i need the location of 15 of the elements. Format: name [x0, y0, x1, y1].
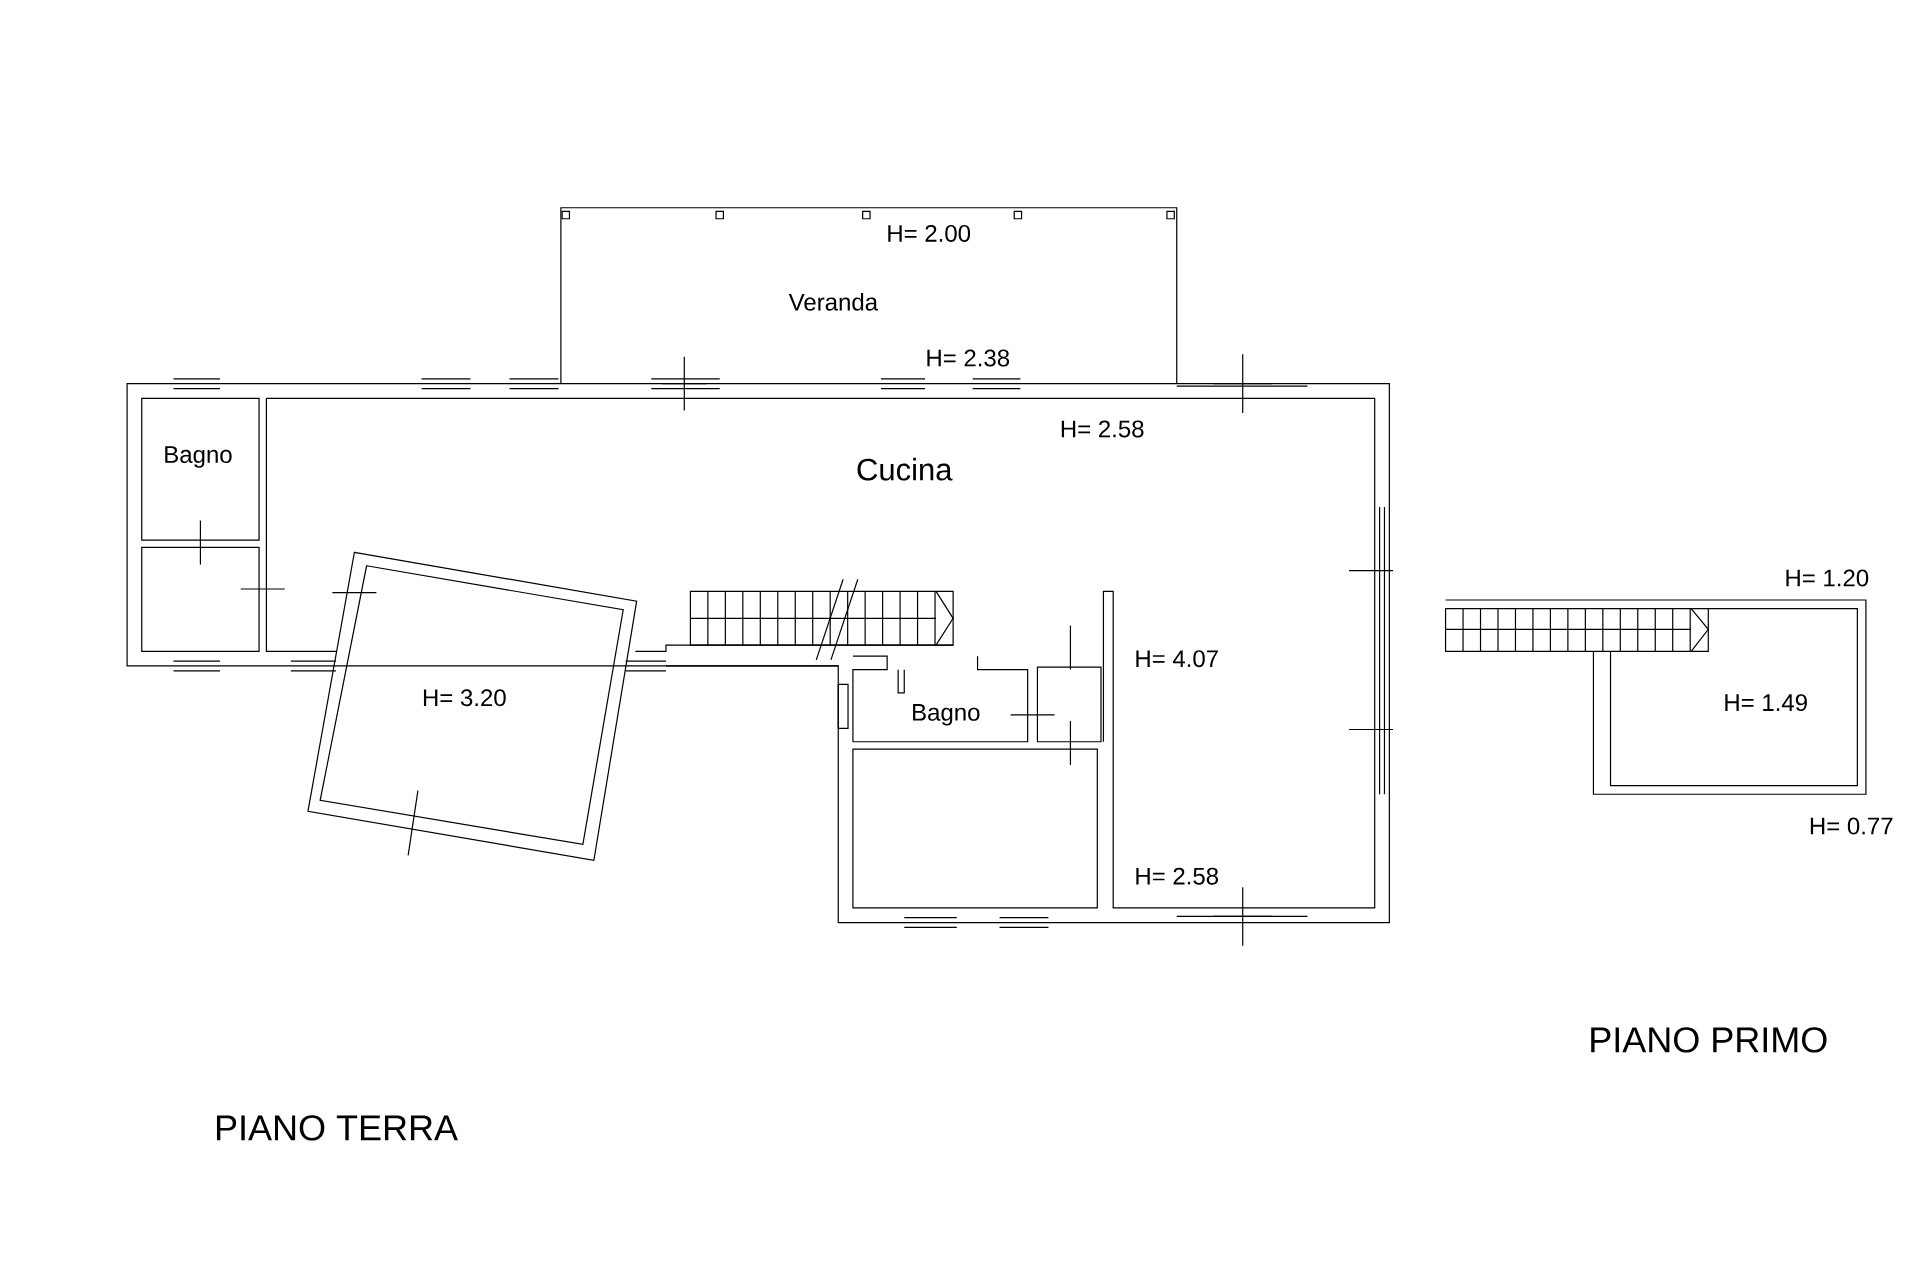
height-label: H= 1.49 [1725, 694, 1807, 712]
room-label: Bagno [165, 446, 232, 468]
room-label: Bagno [913, 704, 980, 726]
floor-title: PIANO TERRA [216, 1115, 458, 1141]
height-label: H= 2.58 [1061, 420, 1144, 438]
height-label: H= 2.58 [1136, 867, 1219, 885]
height-label: H= 3.20 [423, 689, 506, 707]
room-label: Cucina [857, 457, 953, 481]
height-label: H= 2.38 [927, 349, 1010, 367]
floor-title: PIANO PRIMO [1591, 1027, 1827, 1053]
room-label: Veranda [788, 292, 879, 311]
height-label: H= 1.20 [1786, 569, 1869, 587]
height-label: H= 4.07 [1136, 650, 1218, 668]
height-label: H= 2.00 [888, 224, 971, 242]
height-label: H= 0.77 [1810, 817, 1893, 835]
